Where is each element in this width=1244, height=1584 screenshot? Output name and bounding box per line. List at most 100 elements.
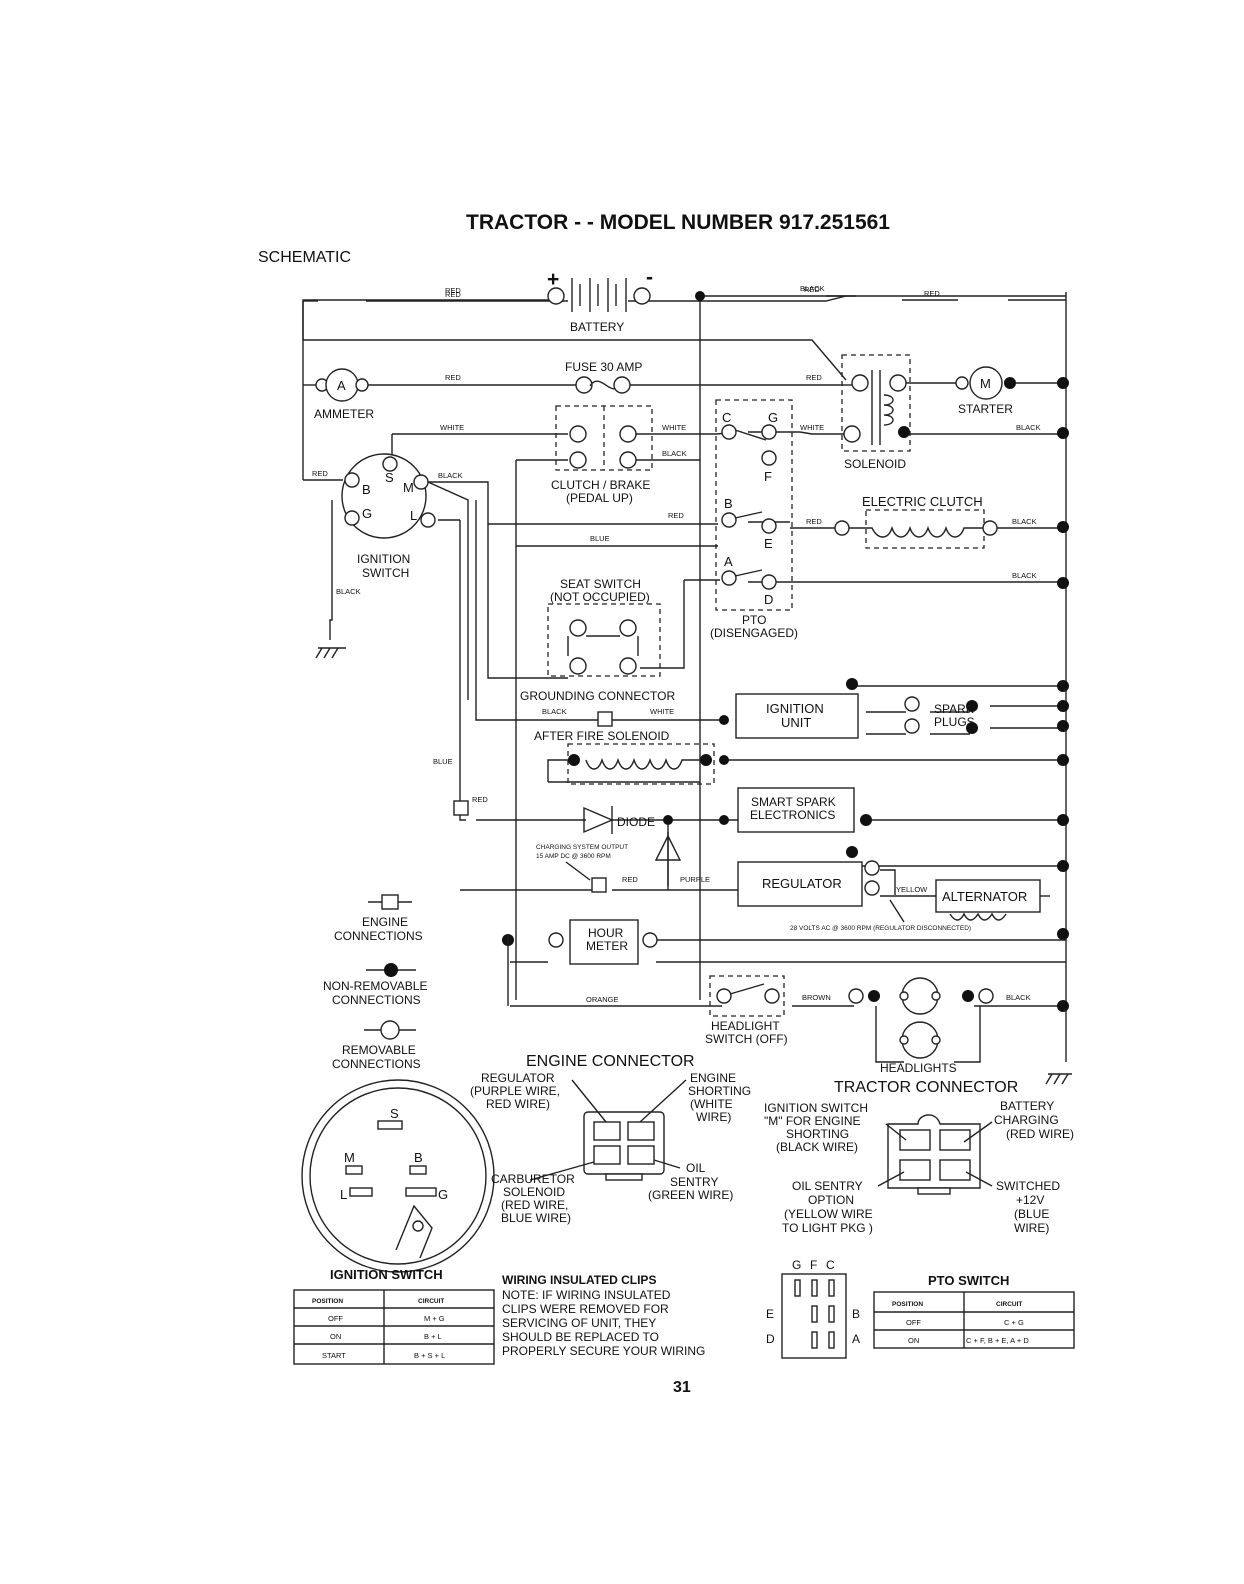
page-title: TRACTOR - - MODEL NUMBER 917.251561	[466, 211, 890, 234]
regulator: REGULATOR	[737, 846, 880, 907]
tc-bottom-right-2: +12V	[1016, 1193, 1044, 1207]
alternator-note: 28 VOLTS AC @ 3600 RPM (REGULATOR DISCON…	[790, 925, 971, 932]
spark-plugs-label-2: PLUGS	[934, 715, 975, 729]
ignition-table-row-1-pos: ON	[330, 1332, 341, 1341]
pto-label-2: (DISENGAGED)	[710, 626, 798, 640]
wire-label: BLACK	[438, 471, 463, 480]
wire-label: BLACK	[1012, 517, 1037, 526]
tc-top-left-4: (BLACK WIRE)	[776, 1140, 858, 1154]
pto-terminal-g: G	[768, 410, 778, 425]
ignition-table-header-circuit: CIRCUIT	[418, 1298, 444, 1305]
wire-label: ORANGE	[586, 995, 619, 1004]
pto-terminal-d: D	[764, 592, 773, 607]
pto-face-right-a: A	[852, 1332, 860, 1346]
ignition-switch: S M B G L IGNITION SWITCH	[341, 453, 436, 580]
diode-label: DIODE	[617, 815, 655, 829]
hour-meter-label-1: HOUR	[588, 926, 624, 940]
ignition-table-title: IGNITION SWITCH	[330, 1267, 443, 1282]
pto-table-row-1-pos: ON	[908, 1336, 919, 1345]
pto-terminal-c: C	[722, 410, 731, 425]
wire-label: RED	[804, 285, 820, 294]
ec-top-right-3: (WHITE	[690, 1097, 733, 1111]
face-b: B	[414, 1150, 423, 1165]
ec-bottom-right-2: SENTRY	[670, 1175, 718, 1189]
battery-plus: +	[547, 268, 559, 291]
clutch-brake-switch: CLUTCH / BRAKE (PEDAL UP)	[551, 405, 653, 505]
battery: + - BATTERY	[547, 266, 653, 334]
tc-bottom-right-4: WIRE)	[1014, 1221, 1049, 1235]
hour-meter-label-2: METER	[586, 939, 628, 953]
after-fire-solenoid-label: AFTER FIRE SOLENOID	[534, 729, 670, 743]
tc-top-left-3: SHORTING	[786, 1127, 849, 1141]
ec-bottom-right-1: OIL	[686, 1161, 706, 1175]
ignition-table-row-0-pos: OFF	[328, 1314, 343, 1323]
tc-top-left-1: IGNITION SWITCH	[764, 1101, 868, 1115]
tc-bottom-right-1: SWITCHED	[996, 1179, 1060, 1193]
alternator-label: ALTERNATOR	[942, 889, 1027, 904]
starter: M STARTER	[955, 366, 1066, 416]
ammeter-label: AMMETER	[314, 407, 374, 421]
ec-bottom-left-3: (RED WIRE,	[501, 1198, 568, 1212]
ignition-terminal-b: B	[362, 482, 371, 497]
pto-face-top-c: C	[826, 1258, 835, 1272]
wire-label: WHITE	[440, 423, 464, 432]
ec-bottom-right-3: (GREEN WIRE)	[648, 1188, 733, 1202]
wire-label: PURPLE	[680, 875, 710, 884]
pto-table-header-position: POSITION	[892, 1301, 923, 1308]
ignition-switch-face: S M B L G	[301, 1079, 495, 1273]
seat-switch-label-2: (NOT OCCUPIED)	[550, 590, 650, 604]
charging-note-line-2: 15 AMP DC @ 3600 RPM	[536, 853, 611, 860]
pto-switch-face: G F C E D B A	[766, 1258, 860, 1359]
charging-note-line-1: CHARGING SYSTEM OUTPUT	[536, 844, 628, 851]
solenoid-label: SOLENOID	[844, 457, 906, 471]
legend-nonremovable-1: NON-REMOVABLE	[323, 979, 427, 993]
wire-label: RED	[445, 290, 461, 299]
battery-label: BATTERY	[570, 320, 624, 334]
pto-switch-table: PTO SWITCH POSITION CIRCUIT OFF C + G ON…	[873, 1273, 1075, 1349]
pto-terminal-f: F	[764, 469, 772, 484]
connection-dot	[695, 291, 705, 301]
fuse-label: FUSE 30 AMP	[565, 360, 642, 374]
clutch-brake-label-2: (PEDAL UP)	[566, 491, 633, 505]
ground-bus-dots	[1057, 377, 1069, 1012]
legend-engine-1: ENGINE	[362, 915, 408, 929]
ec-bottom-left-2: SOLENOID	[503, 1185, 565, 1199]
ignition-table-row-1-circ: B + L	[424, 1332, 442, 1341]
wire-label: BLACK	[542, 707, 567, 716]
face-m: M	[344, 1150, 355, 1165]
wire-label: RED	[472, 795, 488, 804]
ec-top-right-1: ENGINE	[690, 1071, 736, 1085]
pto-table-header-circuit: CIRCUIT	[996, 1301, 1022, 1308]
ignition-unit-label-2: UNIT	[781, 715, 811, 730]
ec-bottom-left-4: BLUE WIRE)	[501, 1211, 571, 1225]
pto-switch: C G F B E A D PTO (DISENGAGED)	[710, 399, 798, 640]
pto-table-row-1-circ: C + F, B + E, A + D	[966, 1336, 1029, 1345]
pto-face-left-e: E	[766, 1307, 774, 1321]
electric-clutch-label: ELECTRIC CLUTCH	[862, 494, 983, 509]
pto-face-top-f: F	[810, 1258, 817, 1272]
smart-spark-label-2: ELECTRONICS	[750, 808, 835, 822]
spark-plugs-label-1: SPARK	[934, 702, 974, 716]
legend-nonremovable-2: CONNECTIONS	[332, 993, 421, 1007]
ignition-terminal-s: S	[385, 470, 394, 485]
pto-terminal-e: E	[764, 536, 773, 551]
wire-label: WHITE	[662, 423, 686, 432]
wire-label: RED	[924, 289, 940, 298]
seat-switch-label-1: SEAT SWITCH	[560, 577, 641, 591]
wire-label: WHITE	[800, 423, 824, 432]
wire-label: RED	[622, 875, 638, 884]
wire-label: RED	[668, 511, 684, 520]
starter-label: STARTER	[958, 402, 1013, 416]
pto-terminal-b: B	[724, 496, 733, 511]
tc-top-right-1: BATTERY	[1000, 1099, 1054, 1113]
legend-engine-2: CONNECTIONS	[334, 929, 423, 943]
ignition-switch-label-1: IGNITION	[357, 552, 410, 566]
fuse: FUSE 30 AMP	[565, 360, 642, 394]
electric-clutch: ELECTRIC CLUTCH	[834, 494, 998, 549]
tc-bottom-right-3: (BLUE	[1014, 1207, 1049, 1221]
wire-label: BLACK	[1012, 571, 1037, 580]
legend: ENGINE CONNECTIONS NON-REMOVABLE CONNECT…	[323, 894, 427, 1071]
smart-spark-electronics: SMART SPARK ELECTRONICS	[737, 787, 872, 833]
legend-removable-2: CONNECTIONS	[332, 1057, 421, 1071]
